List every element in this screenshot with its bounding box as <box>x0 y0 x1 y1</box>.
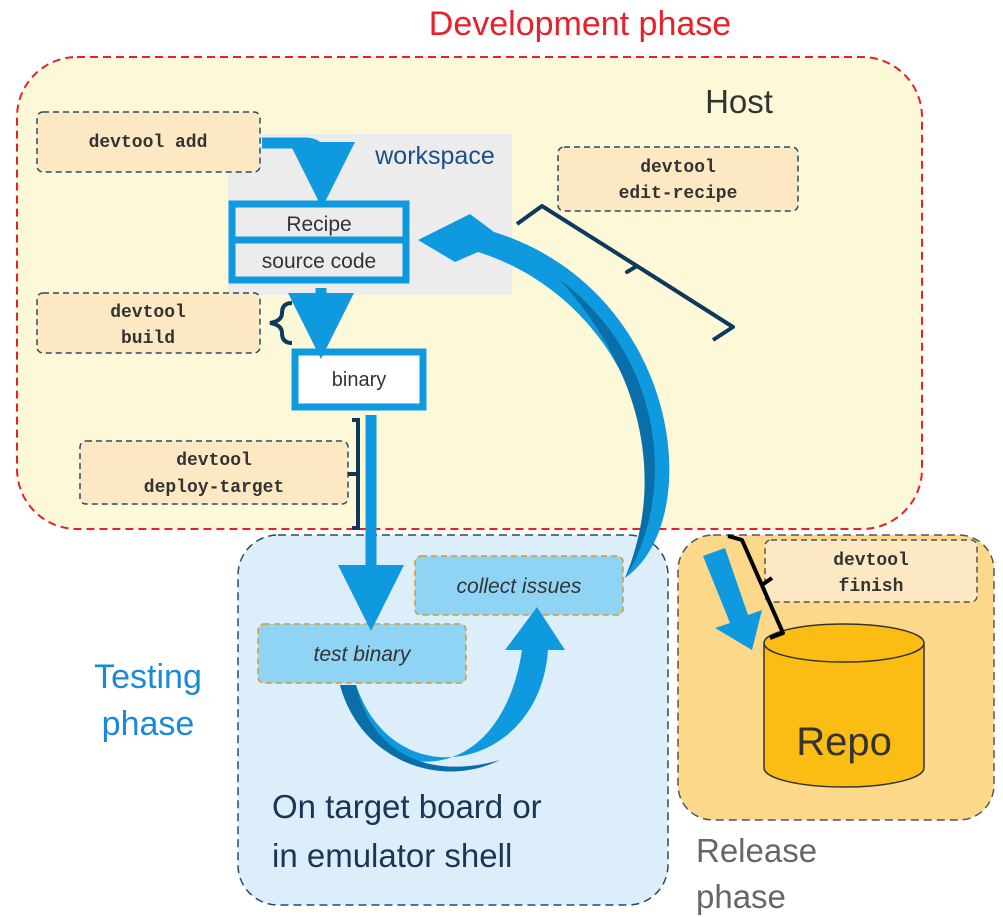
test-to-collect-arrow-shade <box>340 685 500 772</box>
devtool-build-line1: devtool <box>110 303 186 323</box>
workspace-label: workspace <box>374 142 495 170</box>
test-binary-label: test binary <box>314 643 412 666</box>
collect-issues-box <box>414 555 624 616</box>
devtool-add-box <box>36 111 261 173</box>
finish-to-repo-arrow <box>703 548 762 650</box>
repo-label: Repo <box>796 720 892 764</box>
devtool-add-label: devtool add <box>89 133 208 153</box>
devtool-finish-line1: devtool <box>833 551 909 571</box>
collect-issues-label: collect issues <box>457 575 582 598</box>
host-label: Host <box>705 83 773 120</box>
devtool-edit-recipe-line2: edit-recipe <box>619 184 738 204</box>
testing-phase-line2: phase <box>102 705 195 743</box>
test-to-collect-arrow <box>340 607 565 762</box>
edit-recipe-brace <box>515 204 735 342</box>
deploy-brace <box>348 418 360 530</box>
test-binary-box <box>257 623 467 684</box>
finish-brace <box>727 534 785 640</box>
devtool-deploy-target-line1: devtool <box>176 451 252 471</box>
build-brace <box>269 301 293 345</box>
devtool-deploy-target-line2: deploy-target <box>144 478 284 498</box>
devtool-finish-box <box>764 539 978 603</box>
devtool-build-box <box>36 292 261 354</box>
recipe-label: Recipe <box>286 213 351 236</box>
feedback-arrow <box>418 214 670 578</box>
target-board-line1: On target board or <box>272 788 542 825</box>
devtool-edit-recipe-box <box>557 146 799 212</box>
devtool-edit-recipe-line1: devtool <box>640 158 716 178</box>
devtool-finish-line2: finish <box>839 577 904 597</box>
target-board-line2: in emulator shell <box>272 837 512 874</box>
development-phase-label: Development phase <box>429 5 731 43</box>
release-phase-line1: Release <box>696 832 817 869</box>
devtool-build-line2: build <box>121 329 175 349</box>
testing-phase-line1: Testing <box>94 658 202 696</box>
binary-label: binary <box>332 369 386 391</box>
feedback-arrow-shade <box>560 280 655 578</box>
source-code-label: source code <box>262 250 376 273</box>
repo-cylinder <box>763 623 925 788</box>
binary-box <box>291 348 427 411</box>
add-to-workspace-arrow <box>262 137 355 208</box>
recipe-box <box>228 200 410 244</box>
source-code-box <box>228 236 410 284</box>
release-phase-line2: phase <box>696 878 786 915</box>
